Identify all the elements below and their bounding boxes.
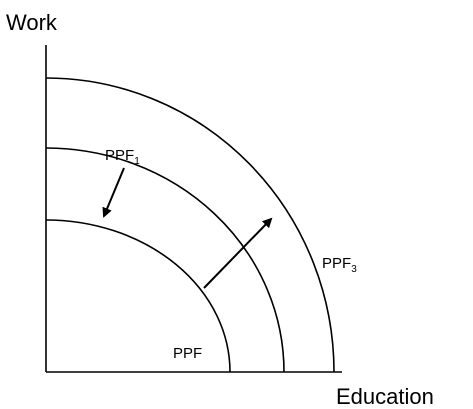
ppf-curve: [45, 219, 231, 373]
outward-shift-arrow: [203, 217, 273, 289]
y-axis-label: Work: [6, 10, 58, 35]
ppf-label: PPF: [173, 345, 202, 362]
ppf1-curve: [45, 147, 285, 373]
ppf1-label: PPF1: [105, 147, 140, 167]
ppf3-label: PPF3: [322, 255, 357, 275]
inward-shift-arrow: [102, 167, 125, 218]
ppf3-curve: [45, 77, 335, 373]
x-axis-label: Education: [336, 384, 434, 409]
